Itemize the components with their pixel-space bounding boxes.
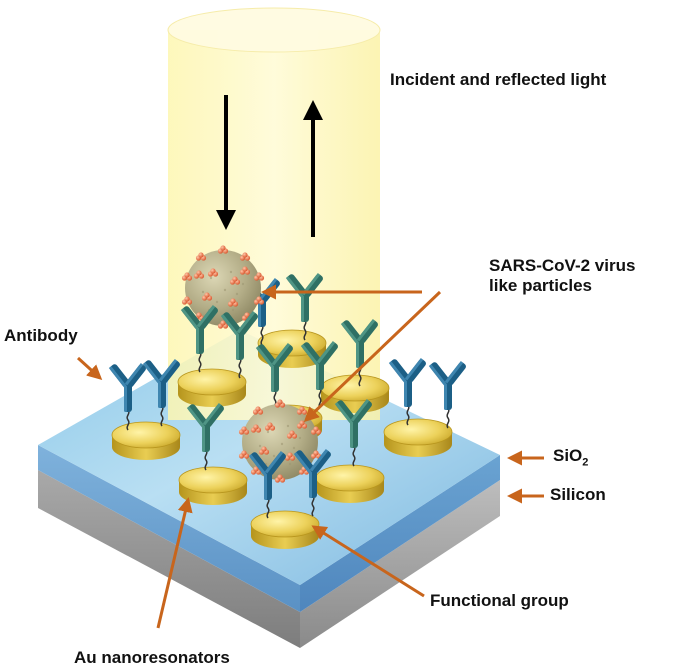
virus-label: SARS-CoV-2 virus like particles [489,256,635,297]
antibody-label: Antibody [4,326,78,345]
incident-reflected-light-label: Incident and reflected light [390,70,607,89]
sio2-label-main: SiO [553,446,583,465]
arrow-virus-lower [303,290,442,423]
arrow-antibody [76,356,103,381]
virus-label-line1: SARS-CoV-2 virus [489,256,636,275]
arrow-functional-group [311,525,425,598]
functional-group-label: Functional group [430,591,569,610]
au-nanoresonators-label: Au nanoresonators [74,648,230,667]
pointer-arrows [76,284,544,629]
arrow-au [156,497,193,629]
sio2-label: SiO2 [553,446,588,470]
silicon-layer [38,470,500,648]
sio2-label-subscript: 2 [582,456,589,469]
silicon-label: Silicon [550,485,606,504]
virus-label-line2: like particles [489,276,593,296]
